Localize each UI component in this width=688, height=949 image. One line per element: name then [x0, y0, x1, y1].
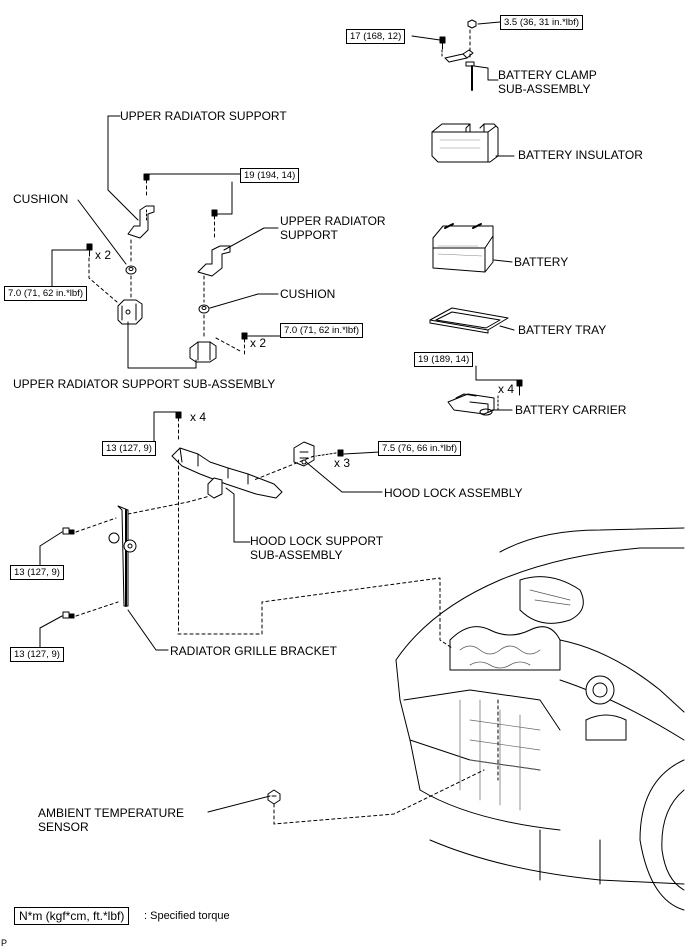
battery-part [432, 223, 494, 273]
radiator-grille-bracket-part [62, 495, 441, 635]
label-cushion-right: CUSHION [280, 287, 336, 301]
multiplier-battery-carrier: x 4 [498, 382, 515, 396]
legend-meaning: : Specified torque [144, 910, 230, 922]
car-front-part [395, 527, 685, 911]
label-ambient-temp-sensor: AMBIENT TEMPERATURE SENSOR [38, 806, 185, 834]
upper-radiator-support-left-part [86, 173, 155, 325]
battery-insulator-part [431, 123, 499, 163]
multiplier-right-sub: x 2 [250, 336, 267, 350]
torque-upper-support-bolt: 19 (194, 14) [240, 168, 300, 183]
footer-mark: P [1, 938, 8, 948]
upper-radiator-support-right-part [189, 209, 248, 363]
torque-left-sub-bolts: 7.0 (71, 62 in.*lbf) [4, 286, 87, 301]
leader-lines [39, 21, 519, 813]
label-upper-radiator-support-sub: UPPER RADIATOR SUPPORT SUB-ASSEMBLY [13, 377, 276, 391]
battery-tray-part [429, 307, 509, 334]
label-battery-insulator: BATTERY INSULATOR [518, 148, 643, 162]
hood-lock-support-part [171, 411, 283, 635]
legend-unit-box: N*m (kgf*cm, ft.*lbf) [14, 907, 130, 925]
torque-battery-carrier-bolts: 19 (189, 14) [414, 352, 474, 367]
torque-grille-bracket-upper: 13 (127, 9) [10, 565, 64, 580]
multiplier-hood-lock: x 3 [334, 456, 351, 470]
label-battery-clamp: BATTERY CLAMP SUB-ASSEMBLY [498, 68, 597, 96]
multiplier-left-sub: x 2 [95, 248, 112, 262]
torque-battery-clamp-bolt: 17 (168, 12) [346, 29, 406, 44]
hood-lock-part [253, 441, 344, 481]
label-upper-radiator-support-left: UPPER RADIATOR SUPPORT [120, 109, 287, 123]
torque-battery-clamp-nut: 3.5 (36, 31 in.*lbf) [500, 15, 583, 30]
label-radiator-grille-bracket: RADIATOR GRILLE BRACKET [170, 644, 337, 658]
torque-right-sub-bolts: 7.0 (71, 62 in.*lbf) [280, 323, 363, 338]
label-hood-lock-support: HOOD LOCK SUPPORT SUB-ASSEMBLY [250, 534, 384, 562]
label-battery: BATTERY [514, 255, 569, 269]
torque-grille-bracket-lower: 13 (127, 9) [10, 647, 64, 662]
label-hood-lock-assembly: HOOD LOCK ASSEMBLY [384, 486, 523, 500]
label-battery-carrier: BATTERY CARRIER [515, 403, 627, 417]
torque-hood-lock-support-bolts: 13 (127, 9) [102, 441, 156, 456]
label-cushion-left: CUSHION [13, 192, 69, 206]
ambient-temp-sensor-part [267, 769, 485, 825]
label-upper-radiator-support-right: UPPER RADIATOR SUPPORT [280, 214, 386, 242]
battery-clamp-part [439, 19, 477, 91]
torque-hood-lock-bolts: 7.5 (76, 66 in.*lbf) [378, 441, 461, 456]
label-battery-tray: BATTERY TRAY [518, 323, 607, 337]
multiplier-hood-lock-support: x 4 [190, 410, 207, 424]
